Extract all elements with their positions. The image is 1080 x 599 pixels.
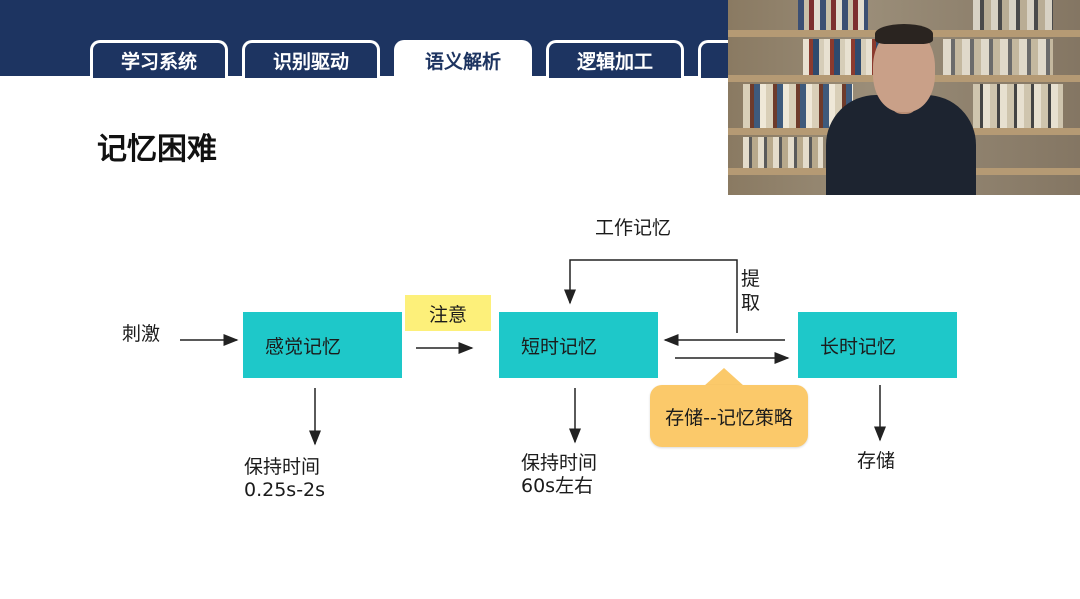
tab-recognition-drive[interactable]: 识别驱动 (242, 40, 380, 78)
short-term-memory-label: 短时记忆 (521, 335, 598, 358)
page-title: 记忆困难 (97, 132, 217, 167)
short-duration-value: 60s左右 (521, 475, 594, 497)
working-memory-label: 工作记忆 (595, 217, 672, 239)
tab-semantic-parsing[interactable]: 语义解析 (394, 40, 532, 78)
tab-logic-processing[interactable]: 逻辑加工 (546, 40, 684, 78)
callout-pointer (704, 368, 744, 386)
retrieval-label-1: 提 (741, 268, 761, 290)
working-memory-loop (564, 259, 738, 333)
storage-label: 存储 (857, 450, 896, 472)
short-term-memory-box: 短时记忆 (499, 312, 658, 378)
retrieval-label-2: 取 (741, 292, 761, 314)
sensory-memory-label: 感觉记忆 (265, 335, 342, 358)
long-term-memory-label: 长时记忆 (820, 335, 897, 358)
sensory-duration-label: 保持时间 (244, 456, 321, 478)
presenter-video-icon (728, 0, 1080, 195)
stimulus-label: 刺激 (122, 323, 161, 345)
short-duration-label: 保持时间 (521, 452, 598, 474)
attention-label: 注意 (405, 295, 491, 331)
sensory-duration-value: 0.25s-2s (244, 479, 326, 501)
strategy-callout: 存储--记忆策略 (650, 385, 808, 447)
long-term-memory-box: 长时记忆 (798, 312, 957, 378)
tab-learning-system[interactable]: 学习系统 (90, 40, 228, 78)
sensory-memory-box: 感觉记忆 (243, 312, 402, 378)
